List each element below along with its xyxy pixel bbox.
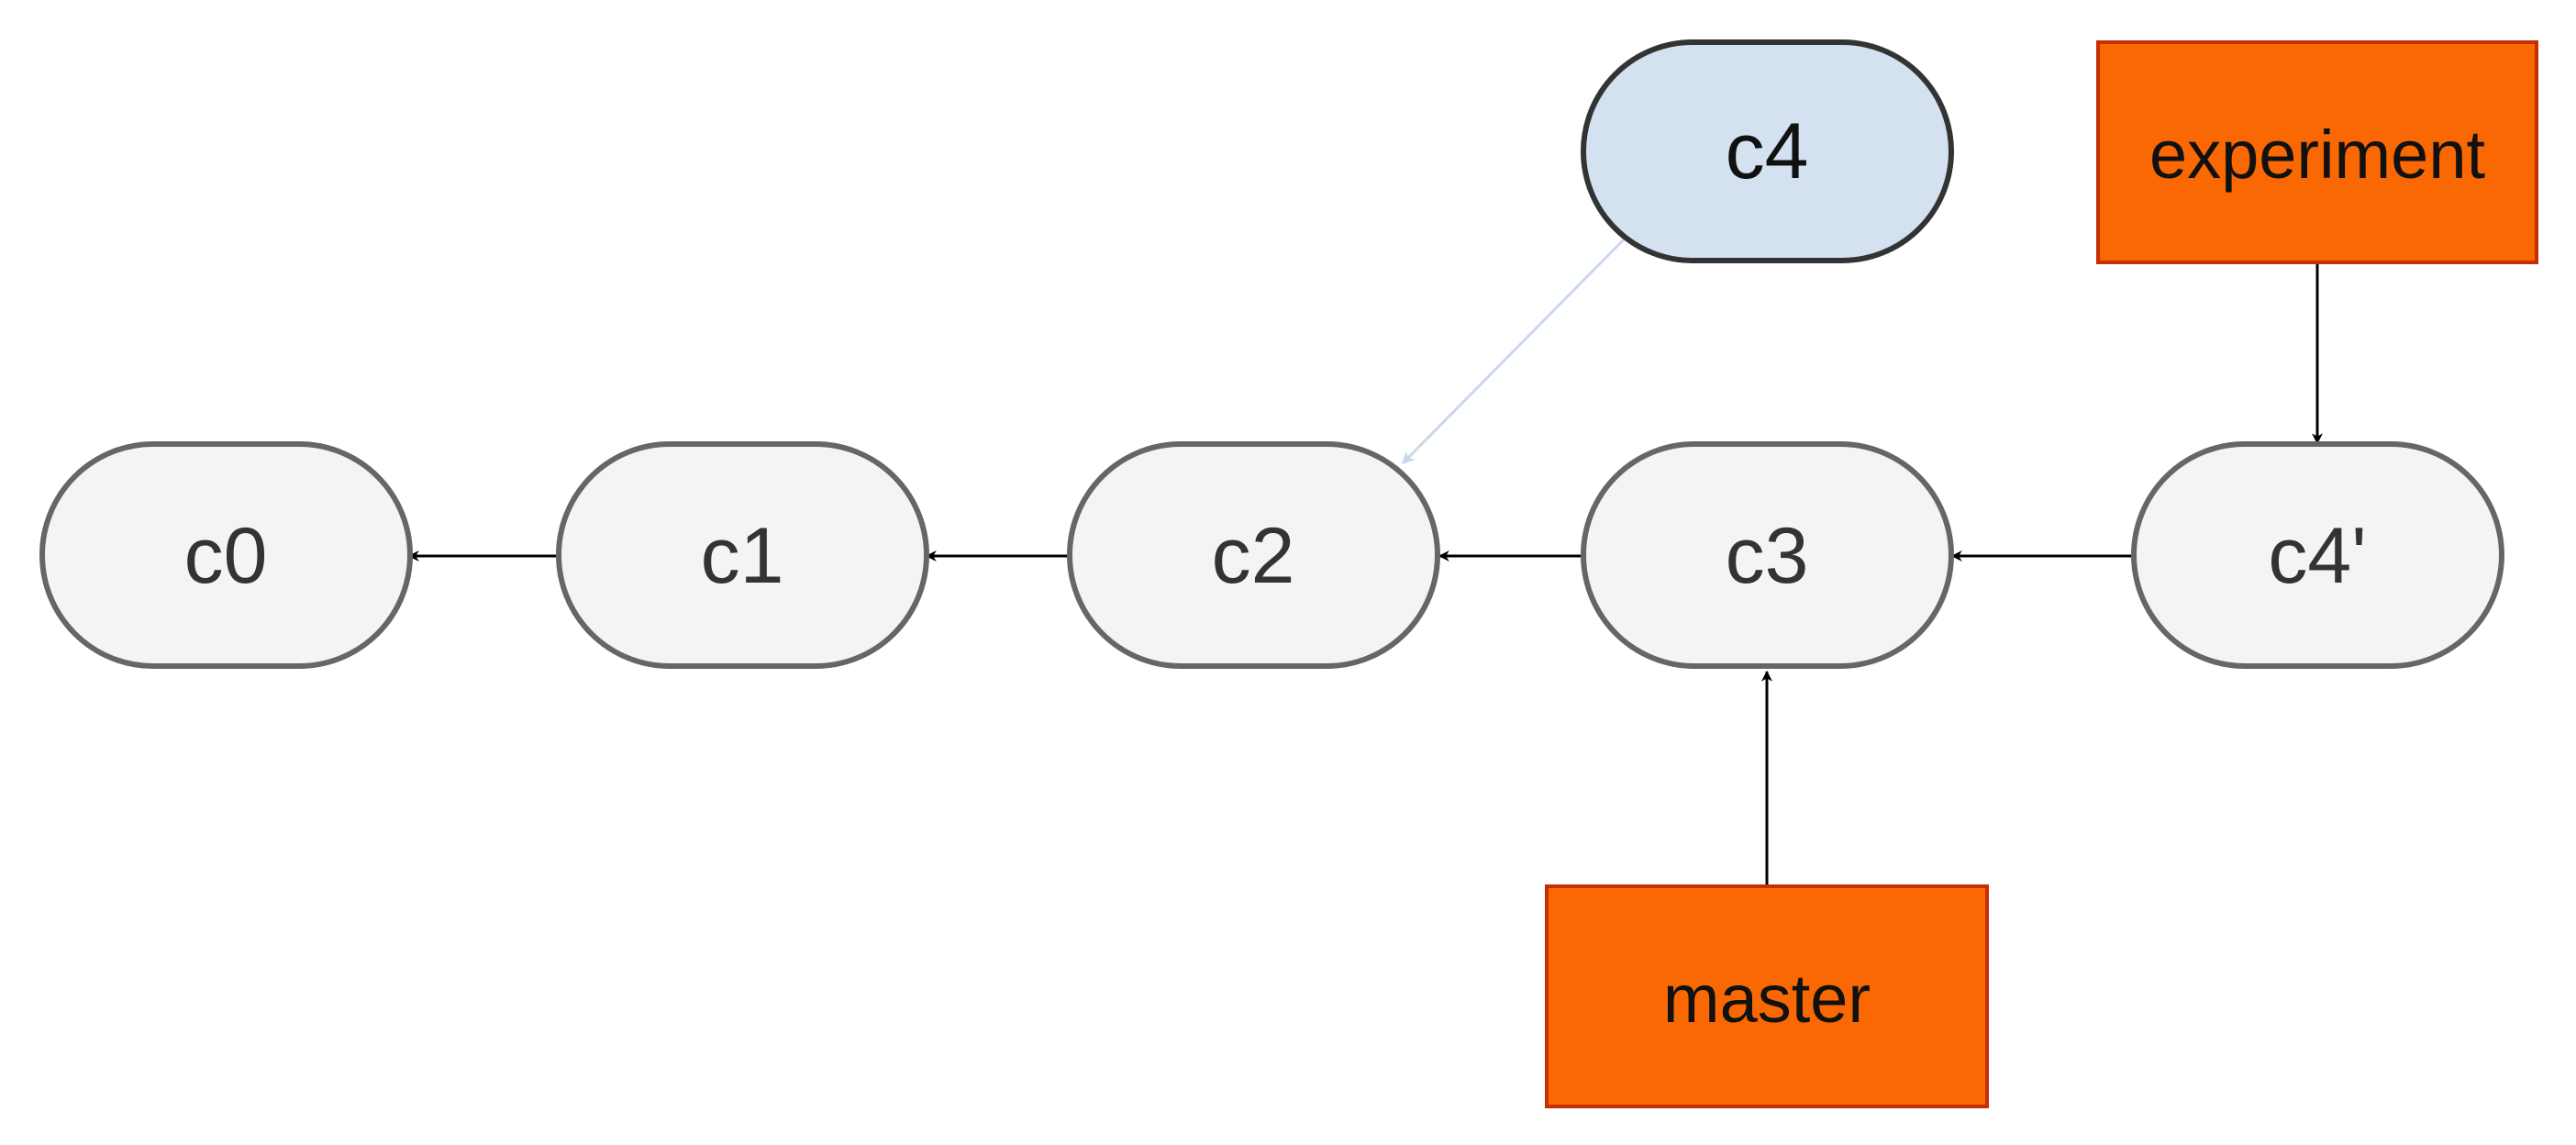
commit-shape (1581, 39, 1954, 263)
commit-node-c3: c3 (1581, 441, 1954, 669)
commit-node-c0: c0 (39, 441, 413, 669)
commit-shape (556, 441, 929, 669)
commit-node-c1: c1 (556, 441, 929, 669)
commit-label: c0 (184, 512, 268, 600)
branch-box (1545, 884, 1989, 1108)
commit-shape (1581, 441, 1954, 669)
edge-c4-to-c2 (1401, 236, 1627, 465)
commit-node-c4-prime: c4' (2131, 441, 2504, 669)
commit-shape (1067, 441, 1440, 669)
commit-label: c2 (1212, 512, 1295, 600)
commit-label: c1 (701, 512, 784, 600)
branch-experiment: experiment (2096, 40, 2538, 264)
branch-master: master (1545, 884, 1989, 1108)
commit-shape (39, 441, 413, 669)
commit-label: c4 (1726, 107, 1809, 195)
commit-node-c2: c2 (1067, 441, 1440, 669)
branch-label: master (1663, 961, 1871, 1037)
branch-label: experiment (2149, 117, 2486, 193)
commit-label: c4' (2268, 512, 2366, 600)
commit-label: c3 (1726, 512, 1809, 600)
branch-box (2096, 40, 2538, 264)
commit-edges (407, 236, 2323, 886)
commit-node-c4: c4 (1581, 39, 1954, 263)
commit-shape (2131, 441, 2504, 669)
